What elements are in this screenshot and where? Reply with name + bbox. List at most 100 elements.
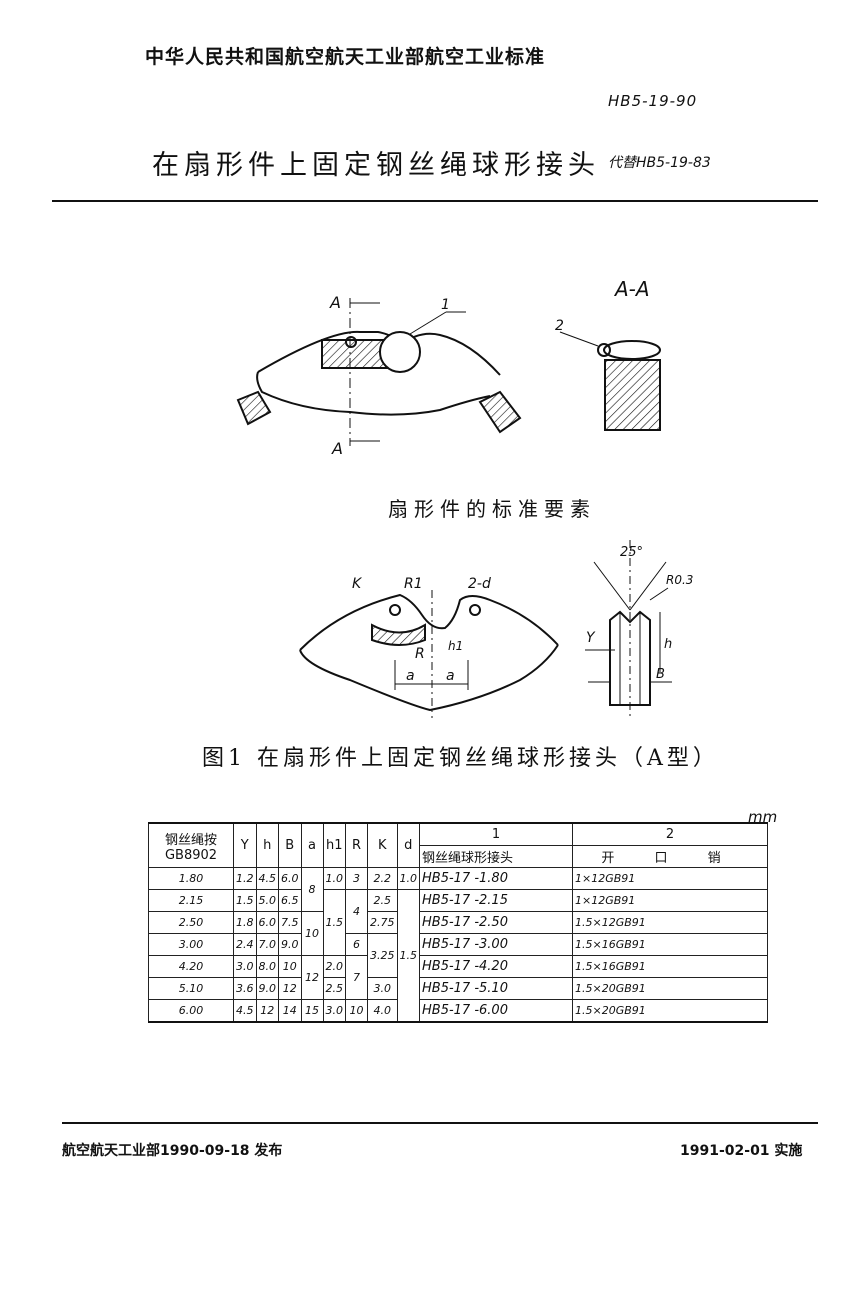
footer-rule xyxy=(62,1122,818,1124)
cell-part1: HB5-17 -2.15 xyxy=(419,889,573,912)
cell-part1: HB5-17 -5.10 xyxy=(419,977,573,1000)
header-h: h xyxy=(255,822,279,868)
cell-b: 9.0 xyxy=(278,933,302,956)
table-subheader-row: 钢丝绳球形接头 开 口 销 xyxy=(149,845,768,868)
table-header-row: 钢丝绳按GB8902 Y h B a h1 R K d 1 2 xyxy=(148,822,768,868)
cell-b: 14 xyxy=(278,999,302,1023)
cell-y: 2.4 xyxy=(233,933,257,956)
cell-b: 6.0 xyxy=(278,867,302,890)
label-angle: 25° xyxy=(620,545,643,560)
groove-profile-view xyxy=(585,540,672,720)
cell-size: 3.00 xyxy=(148,933,234,956)
sector-elements-view xyxy=(299,590,559,718)
assembly-view xyxy=(236,298,522,446)
table-row: 6.00 4.5 12 14 15 3.0 10 4.0 HB5-17 -6.0… xyxy=(148,999,768,1023)
section-mark-top: A xyxy=(329,293,341,312)
cell-h: 6.0 xyxy=(255,911,279,934)
cell-r: 10 xyxy=(345,999,368,1023)
header-part2-name: 开 口 销 xyxy=(572,845,768,868)
cell-k: 3.0 xyxy=(367,977,398,1000)
figure-caption: 图1 在扇形件上固定钢丝绳球形接头（A型） xyxy=(202,746,719,771)
label-r: R xyxy=(415,646,425,662)
table-row: 2.50 1.8 6.0 7.5 10 2.75 HB5-17 -2.50 1.… xyxy=(148,911,768,956)
label-h1: h1 xyxy=(448,639,463,653)
cell-part1: HB5-17 -3.00 xyxy=(419,933,573,956)
cell-part1: HB5-17 -1.80 xyxy=(419,867,573,890)
cell-r: 7 xyxy=(345,955,368,1000)
cell-part1: HB5-17 -2.50 xyxy=(419,911,573,934)
header-h1: h1 xyxy=(322,822,346,868)
cell-h: 8.0 xyxy=(255,955,279,978)
cell-part1: HB5-17 -6.00 xyxy=(419,999,573,1023)
header-size: 钢丝绳按GB8902 xyxy=(148,822,234,868)
sector-elements-caption: 扇形件的标准要素 xyxy=(388,497,596,521)
cell-h1: 1.5 xyxy=(322,889,346,956)
cell-part2: 1.5×16GB91 xyxy=(572,955,768,978)
cell-a: 8 xyxy=(300,867,324,912)
header-rule xyxy=(52,200,818,202)
header-k: K xyxy=(367,822,398,868)
cell-h: 4.5 xyxy=(255,867,279,890)
cell-k: 2.5 xyxy=(367,889,398,912)
cell-y: 3.6 xyxy=(233,977,257,1000)
cell-h1: 2.0 xyxy=(322,955,346,978)
table-row: 1.80 1.2 4.5 6.0 8 1.0 3 2.2 1.0 HB5-17 … xyxy=(148,867,768,912)
label-2d: 2-d xyxy=(468,576,491,592)
cell-h1: 1.0 xyxy=(322,867,346,890)
cell-h: 9.0 xyxy=(255,977,279,1000)
cell-size: 4.20 xyxy=(148,955,234,978)
cell-k: 3.25 xyxy=(367,933,398,978)
cell-b: 10 xyxy=(278,955,302,978)
technical-drawing: A A 1 A-A 2 K R1 2-d R h1 a a xyxy=(236,277,693,720)
cell-y: 1.8 xyxy=(233,911,257,934)
cell-size: 6.00 xyxy=(148,999,234,1023)
cell-part2: 1×12GB91 xyxy=(572,889,768,912)
cell-size: 2.50 xyxy=(148,911,234,934)
unit-label: mm xyxy=(748,808,778,826)
cell-h1: 3.0 xyxy=(322,999,346,1023)
section-mark-bottom: A xyxy=(331,439,343,458)
table-row: 2.15 1.5 5.0 6.5 1.5 4 2.5 1.5 HB5-17 -2… xyxy=(148,889,768,1023)
header-part1-name: 钢丝绳球形接头 xyxy=(419,845,573,868)
cell-r: 3 xyxy=(345,867,368,890)
cell-part1: HB5-17 -4.20 xyxy=(419,955,573,978)
cell-size: 1.80 xyxy=(148,867,234,890)
label-h: h xyxy=(664,637,672,652)
label-r1: R1 xyxy=(404,576,423,592)
cell-r: 4 xyxy=(345,889,368,934)
effective-date: 1991-02-01 实施 xyxy=(680,1143,803,1159)
cell-k: 4.0 xyxy=(367,999,398,1023)
table-row: 5.10 3.6 9.0 12 2.5 3.0 HB5-17 -5.10 1.5… xyxy=(148,977,768,1000)
header-b: B xyxy=(278,822,302,868)
cell-a: 12 xyxy=(300,955,324,1000)
cell-size: 5.10 xyxy=(148,977,234,1000)
label-k: K xyxy=(352,576,363,592)
header-part2-no: 2 xyxy=(572,822,768,846)
cell-h: 7.0 xyxy=(255,933,279,956)
cell-part2: 1.5×20GB91 xyxy=(572,999,768,1023)
cell-h1: 2.5 xyxy=(322,977,346,1000)
cell-k: 2.2 xyxy=(367,867,398,890)
replaces-standard: 代替HB5-19-83 xyxy=(608,155,711,171)
cell-part2: 1.5×16GB91 xyxy=(572,933,768,956)
cell-y: 4.5 xyxy=(233,999,257,1023)
cell-b: 7.5 xyxy=(278,911,302,934)
label-y: Y xyxy=(586,630,596,646)
specification-table: 钢丝绳按GB8902 Y h B a h1 R K d 1 2 钢丝绳球形接头 … xyxy=(148,822,768,1023)
cell-a: 15 xyxy=(300,999,324,1023)
cell-b: 6.5 xyxy=(278,889,302,912)
cell-b: 12 xyxy=(278,977,302,1000)
cell-d: 1.5 xyxy=(396,889,420,1023)
table-row: 3.00 2.4 7.0 9.0 6 3.25 HB5-17 -3.00 1.5… xyxy=(148,933,768,978)
cell-y: 3.0 xyxy=(233,955,257,978)
label-r03: R0.3 xyxy=(666,573,693,587)
header-part1-no: 1 xyxy=(419,822,573,846)
cell-r: 6 xyxy=(345,933,368,956)
document-title: 在扇形件上固定钢丝绳球形接头 xyxy=(152,150,600,181)
cell-part2: 1×12GB91 xyxy=(572,867,768,890)
header-y: Y xyxy=(233,822,257,868)
cell-part2: 1.5×20GB91 xyxy=(572,977,768,1000)
header-a: a xyxy=(300,822,324,868)
cell-d: 1.0 xyxy=(396,867,420,890)
cell-part2: 1.5×12GB91 xyxy=(572,911,768,934)
